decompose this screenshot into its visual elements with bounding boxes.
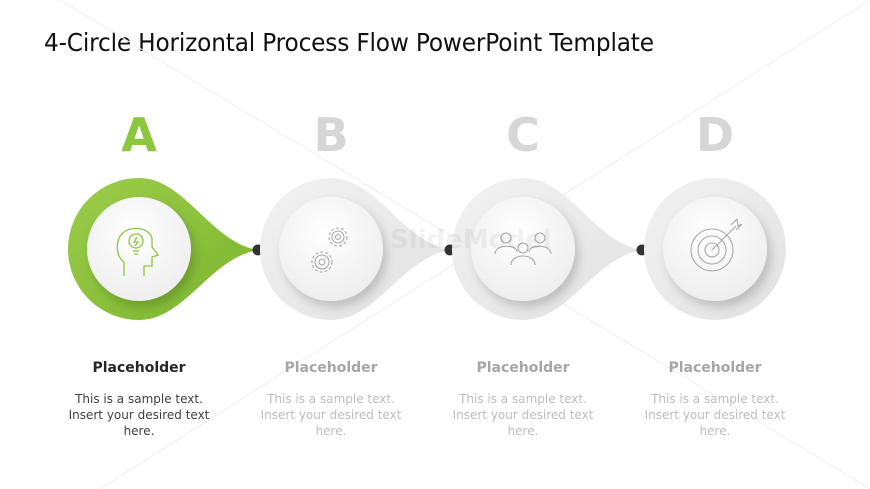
step-c-heading: Placeholder [476,360,570,376]
gears-icon [311,227,348,273]
step-letter-a: A [121,108,157,162]
step-a-shape [67,177,258,320]
step-b-shape [259,177,450,320]
step-b-text: This is a sample text. Insert your desir… [260,392,402,438]
lightbulb-head-icon [116,227,160,276]
step-a-heading: Placeholder [92,360,186,376]
target-icon [690,218,743,272]
step-letter-b: B [313,108,349,162]
step-d-text: This is a sample text. Insert your desir… [644,392,786,438]
step-c-shape [451,177,642,320]
watermark-text: SlideModel [390,225,552,255]
step-d-heading: Placeholder [668,360,762,376]
step-d-shape [644,178,786,320]
step-c-text: This is a sample text. Insert your desir… [452,392,594,438]
step-letter-d: D [695,108,735,162]
team-icon [494,232,552,266]
step-letter-c: C [506,108,540,162]
step-b-heading: Placeholder [284,360,378,376]
step-a-text: This is a sample text. Insert your desir… [68,392,210,438]
